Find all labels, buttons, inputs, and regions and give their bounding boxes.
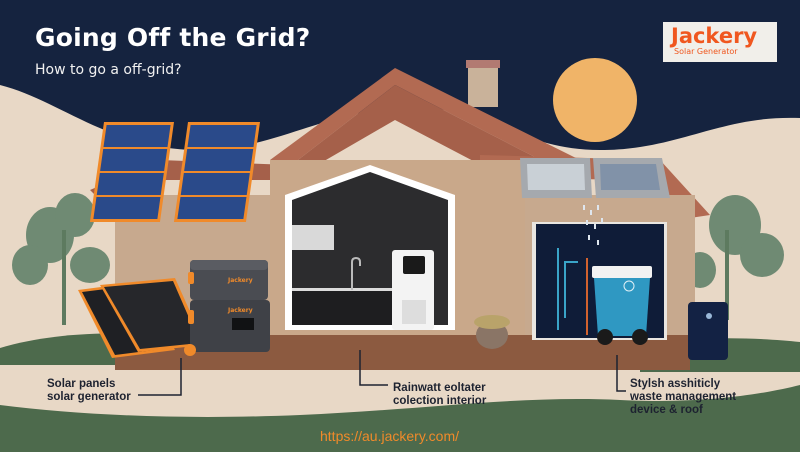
caption-rainwater: Rainwatt eoltater colection interior bbox=[393, 382, 486, 408]
caption-waste-line3: device & roof bbox=[630, 404, 703, 416]
tree-left bbox=[12, 193, 110, 325]
caption-rainwater-line2: colection interior bbox=[393, 395, 487, 407]
svg-text:Jackery: Jackery bbox=[227, 307, 253, 314]
roof-solar-panels bbox=[89, 122, 260, 222]
portable-solar-panels bbox=[78, 278, 205, 358]
rain-collectors bbox=[520, 158, 670, 198]
svg-text:Jackery: Jackery bbox=[227, 277, 253, 284]
callout-line-right bbox=[616, 355, 626, 392]
page-title: Going Off the Grid? bbox=[35, 23, 311, 52]
outdoor-rain-barrel bbox=[688, 302, 728, 360]
jackery-generator: Jackery Jackery bbox=[184, 260, 270, 356]
page-subtitle: How to go a off-grid? bbox=[35, 62, 182, 78]
sun-icon bbox=[553, 58, 637, 142]
caption-waste-line2: waste management bbox=[630, 391, 737, 403]
caption-solar-line1: Solar panels bbox=[47, 378, 116, 390]
caption-solar-line2: solar generator bbox=[47, 391, 131, 403]
logo-tagline: Solar Generator bbox=[674, 47, 738, 56]
callout-line-left bbox=[138, 358, 182, 396]
caption-solar: Solar panels solar generator bbox=[47, 378, 131, 404]
water-purifier bbox=[392, 250, 434, 330]
caption-rainwater-line1: Rainwatt eoltater bbox=[393, 382, 486, 394]
logo-brand: Jackery bbox=[671, 24, 758, 48]
website-link[interactable]: https://au.jackery.com/ bbox=[320, 428, 460, 444]
caption-waste-line1: Stylsh asshiticly bbox=[630, 378, 721, 390]
callout-line-middle bbox=[359, 350, 388, 386]
waste-bin bbox=[592, 266, 652, 345]
caption-waste: Stylsh asshiticly waste management devic… bbox=[630, 378, 736, 417]
jackery-logo[interactable]: Jackery Solar Generator bbox=[663, 22, 777, 62]
